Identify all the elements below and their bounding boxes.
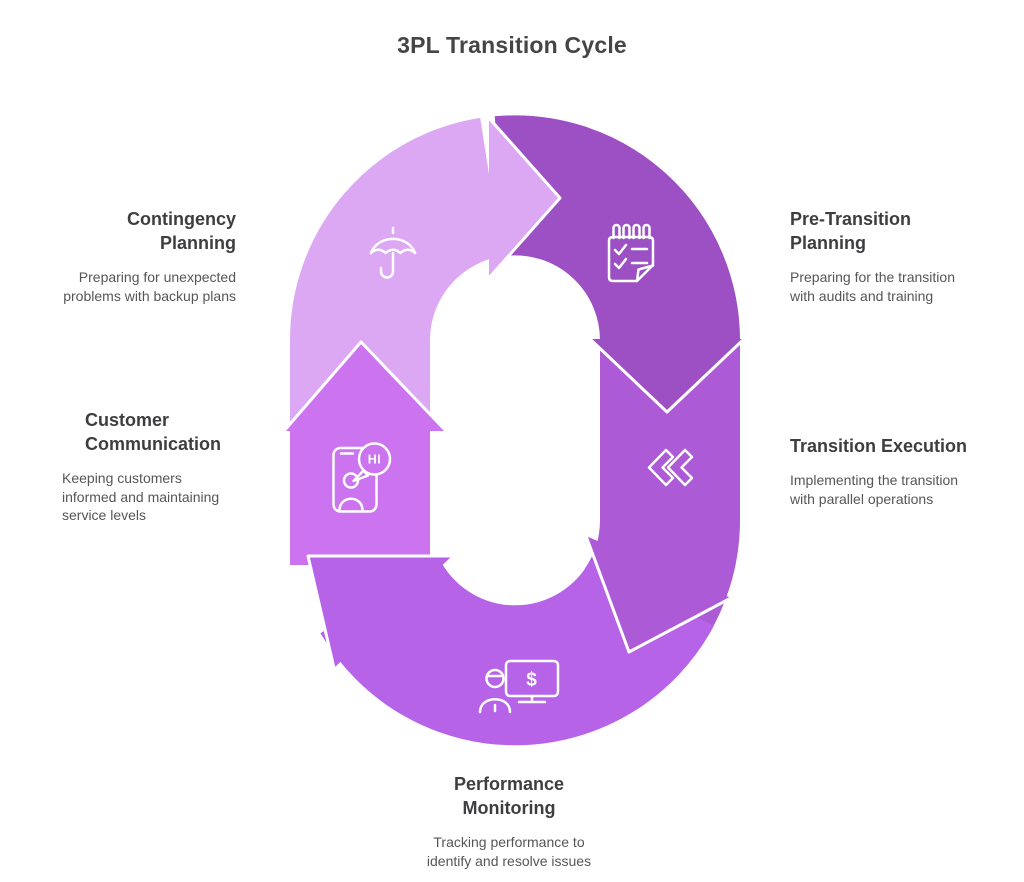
arrowhead-execution <box>584 534 733 654</box>
notepad-ring <box>622 223 631 240</box>
chevron-left <box>666 448 694 487</box>
arrowhead-edge <box>282 340 448 433</box>
person-shoulders <box>478 698 512 714</box>
monitor-stand <box>517 694 547 704</box>
stage-description: Preparing for the transition with audits… <box>790 269 955 304</box>
arrowhead-shape <box>308 556 452 668</box>
arrowhead-shape <box>489 118 560 278</box>
currency-text: $ <box>526 670 537 691</box>
notepad-ring <box>632 223 641 240</box>
checkmark <box>613 257 628 270</box>
notepad-fold <box>635 264 655 283</box>
diagram-title: 3PL Transition Cycle <box>397 32 627 58</box>
segment-contingency-planning <box>290 117 504 431</box>
umbrella-icon <box>369 226 417 279</box>
stage-title: Customer Communication <box>85 410 222 454</box>
greeting-text: HI <box>368 453 382 467</box>
notepad-ring <box>612 223 621 240</box>
arrowhead-edge <box>487 116 562 280</box>
arrowhead-shape <box>590 339 744 412</box>
stage-performance-monitoring: Performance Monitoring Tracking performa… <box>384 772 634 870</box>
stage-contingency-planning: Contingency Planning Preparing for unexp… <box>30 207 236 305</box>
arrowhead-edge <box>584 534 733 654</box>
stage-description: Preparing for unexpected problems with b… <box>63 269 236 304</box>
umbrella-canopy <box>369 237 417 255</box>
speech-bubble <box>357 442 392 476</box>
arrowhead-communication <box>282 340 448 433</box>
arrowhead-edge <box>306 554 454 670</box>
person-shoulders <box>338 497 364 512</box>
stage-description: Tracking performance to identify and res… <box>426 834 592 869</box>
checklist-notepad-icon <box>607 223 655 283</box>
stage-transition-execution: Transition Execution Implementing the tr… <box>790 434 1016 508</box>
arrowhead-edge <box>588 337 746 414</box>
arrowhead-shape <box>284 342 446 431</box>
arrowhead-pre-transition <box>588 337 746 414</box>
stage-title: Pre-Transition Planning <box>790 209 912 253</box>
stage-description: Implementing the transition with paralle… <box>790 472 959 507</box>
person-monitor-dollar-icon: $ <box>478 659 560 714</box>
arrowhead-contingency <box>487 116 562 280</box>
arrowhead-shape <box>586 536 731 652</box>
notepad-body <box>607 235 655 283</box>
stage-title: Performance Monitoring <box>453 774 565 818</box>
umbrella-scallops <box>369 248 417 255</box>
phone-greeting-icon: HI <box>332 442 392 513</box>
chevron-left <box>647 448 675 487</box>
stage-title: Contingency Planning <box>126 209 236 253</box>
umbrella-handle <box>379 251 395 279</box>
person-head <box>485 668 505 689</box>
stage-pre-transition-planning: Pre-Transition Planning Preparing for th… <box>790 207 1012 305</box>
stage-customer-communication: Customer Communication Keeping customers… <box>62 408 262 525</box>
checkmark <box>613 243 628 256</box>
arrowhead-monitoring <box>306 554 454 670</box>
stage-title: Transition Execution <box>790 436 968 456</box>
notepad-ring <box>642 223 651 240</box>
double-chevron-icon <box>647 448 694 487</box>
phone-body <box>332 446 378 513</box>
stage-description: Keeping customers informed and maintaini… <box>62 470 220 523</box>
